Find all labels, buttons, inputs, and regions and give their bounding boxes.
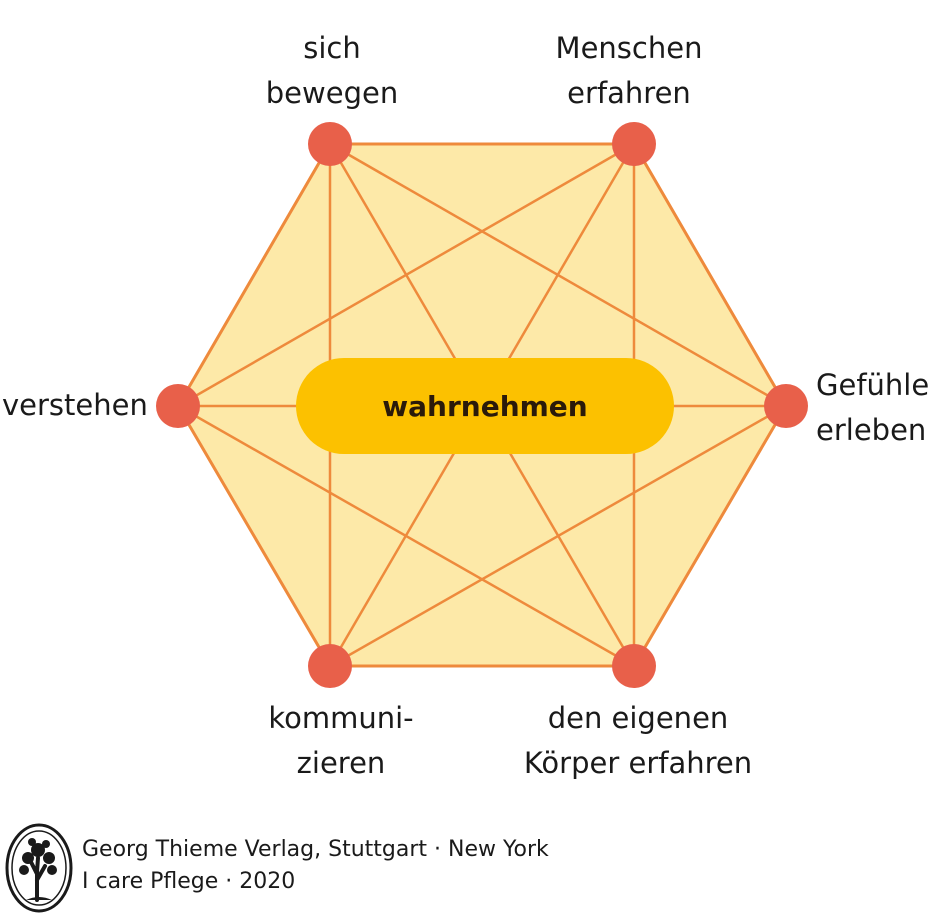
publisher-tree-logo [5,823,73,913]
node-dot-koerper-erfahren [612,644,656,688]
node-label-gefuehle-erleben: Gefühle erleben [816,363,929,453]
label-line: den eigenen [547,701,729,735]
node-dot-verstehen [156,384,200,428]
node-dot-menschen-erfahren [612,122,656,166]
node-label-koerper-erfahren: den eigenen Körper erfahren [508,696,768,786]
node-label-verstehen: verstehen [2,383,148,428]
credit-line-publisher: Georg Thieme Verlag, Stuttgart · New Yor… [82,837,549,862]
label-line: zieren [296,746,386,780]
connection-line [329,404,787,668]
node-dot-kommunizieren [308,644,352,688]
connection-line [177,404,635,668]
connection-line [632,143,788,407]
label-line: Menschen [555,31,703,65]
center-pill [296,358,674,454]
publisher-credit: Georg Thieme Verlag, Stuttgart · New Yor… [82,834,549,898]
label-line: sich [303,31,361,65]
node-label-menschen-erfahren: Menschen erfahren [540,26,718,116]
credit-line-book: I care Pflege · 2020 [82,869,296,894]
connection-line [176,405,332,667]
label-line: bewegen [265,76,399,110]
node-dot-gefuehle-erleben [764,384,808,428]
label-line: erleben [816,413,927,447]
connection-line [177,142,635,408]
node-dot-sich-bewegen [308,122,352,166]
label-line: verstehen [2,388,148,422]
node-label-kommunizieren: kommuni- zieren [246,696,436,786]
connection-line [632,405,788,667]
connection-line [176,143,332,407]
label-line: Gefühle [816,368,930,402]
label-line: kommuni- [268,701,414,735]
label-line: erfahren [567,76,691,110]
node-dots [156,122,808,688]
label-line: Körper erfahren [523,746,753,780]
center-label: wahrnehmen [382,389,588,423]
node-label-sich-bewegen: sich bewegen [260,26,404,116]
